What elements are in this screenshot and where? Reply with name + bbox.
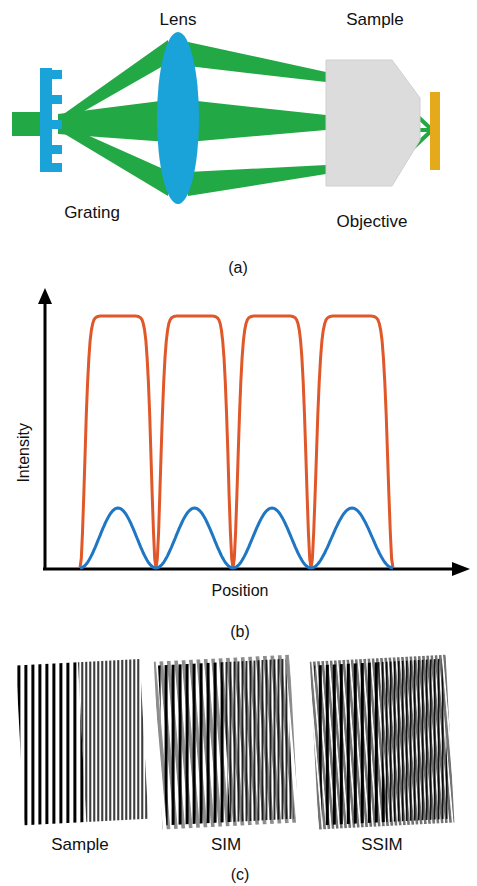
panel-label: (a) — [228, 259, 248, 277]
panel-label: (c) — [231, 866, 250, 884]
linear-curve — [80, 508, 393, 568]
part-label: Sample — [346, 11, 404, 30]
beam — [188, 100, 326, 142]
pattern-label: SIM — [211, 836, 241, 855]
saturated-curve — [80, 316, 393, 568]
beam — [188, 42, 326, 82]
moire-patterns — [16, 655, 454, 830]
pattern-label: SSIM — [361, 836, 403, 855]
optical-setup — [12, 32, 440, 204]
beam — [188, 165, 326, 196]
lens — [157, 32, 199, 204]
part-label: Grating — [64, 204, 120, 223]
part-label: Lens — [160, 11, 197, 30]
grating — [40, 68, 52, 172]
pattern-label: Sample — [51, 836, 109, 855]
intensity-plot — [38, 288, 470, 576]
axis-label: Position — [212, 582, 269, 600]
panel-label: (b) — [230, 623, 250, 641]
objective — [326, 60, 420, 186]
axis-label: Intensity — [15, 423, 33, 483]
grating-teeth — [52, 70, 62, 172]
part-label: Objective — [337, 213, 408, 232]
beam — [58, 122, 170, 196]
sample-slide — [430, 92, 440, 170]
